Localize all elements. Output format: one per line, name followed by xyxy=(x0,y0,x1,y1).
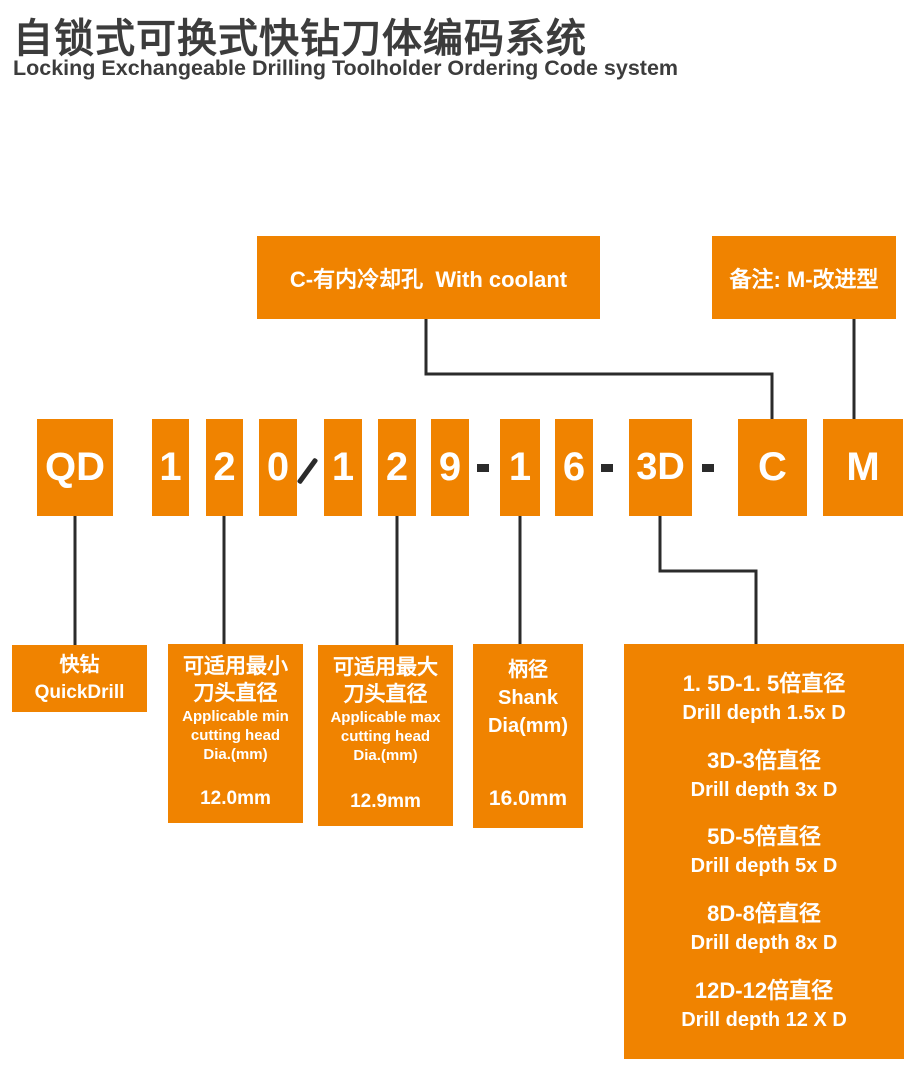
callout-coolant-label: C-有内冷却孔 With coolant xyxy=(289,266,568,292)
depth-12d-cn: 12D-12倍直径 xyxy=(694,978,834,1004)
callout-coolant: C-有内冷却孔 With coolant xyxy=(257,236,600,319)
callout-note: 备注: M-改进型 xyxy=(712,236,896,319)
min-head-cn-line2: 刀头直径 xyxy=(193,682,278,705)
code-box-3d: 3D xyxy=(629,419,692,516)
shank-label-cn: 柄径 xyxy=(508,659,548,681)
depth-3d-cn: 3D-3倍直径 xyxy=(707,747,821,773)
max-head-value: 12.9mm xyxy=(350,791,421,812)
min-head-en-line3: Dia.(mm) xyxy=(203,746,268,763)
code-box-digit-1c: 1 xyxy=(500,419,540,516)
shank-label-en-line1: Shank xyxy=(497,687,559,709)
page-subtitle: Locking Exchangeable Drilling Toolholder… xyxy=(13,56,679,80)
max-head-en-line2: cutting head xyxy=(340,728,431,745)
code-box-m: M xyxy=(823,419,903,516)
shank-value: 16.0mm xyxy=(488,787,568,810)
code-box-digit-2b: 2 xyxy=(378,419,416,516)
drill-depth-option-12d: 12D-12倍直径 Drill depth 12 X D xyxy=(681,976,847,1034)
drill-depth-option-5d: 5D-5倍直径 Drill depth 5x D xyxy=(691,822,838,880)
depth-5d-en: Drill depth 5x D xyxy=(690,855,838,878)
code-box-digit-1b: 1 xyxy=(324,419,362,516)
depth-8d-cn: 8D-8倍直径 xyxy=(707,901,821,927)
depth-1-5d-cn: 1. 5D-1. 5倍直径 xyxy=(682,670,846,696)
depth-12d-en: Drill depth 12 X D xyxy=(681,1009,847,1032)
connector-coolant-to-c xyxy=(424,319,774,420)
depth-8d-en: Drill depth 8x D xyxy=(690,932,838,955)
min-head-en-line1: Applicable min xyxy=(182,708,289,725)
explanation-max-head-dia: 可适用最大 刀头直径 Applicable max cutting head D… xyxy=(318,645,453,826)
code-box-qd: QD xyxy=(37,419,113,516)
page-title: 自锁式可换式快钻刀体编码系统 xyxy=(13,17,587,61)
dash-separator-3 xyxy=(702,464,714,472)
explanation-min-head-dia: 可适用最小 刀头直径 Applicable min cutting head D… xyxy=(168,644,303,823)
depth-1-5d-en: Drill depth 1.5x D xyxy=(682,701,846,724)
code-box-digit-6: 6 xyxy=(555,419,593,516)
explanation-quickdrill: 快钻 QuickDrill xyxy=(12,645,147,712)
max-head-en-line3: Dia.(mm) xyxy=(353,747,418,764)
dash-separator-2 xyxy=(601,464,613,472)
min-head-value: 12.0mm xyxy=(200,788,271,809)
code-box-digit-0: 0 xyxy=(259,419,297,516)
shank-label-en-line2: Dia(mm) xyxy=(487,715,568,737)
explanation-shank-dia: 柄径 Shank Dia(mm) 16.0mm xyxy=(473,644,583,828)
code-box-digit-9: 9 xyxy=(431,419,469,516)
connector-3d-to-depth xyxy=(658,515,758,645)
depth-3d-en: Drill depth 3x D xyxy=(690,778,838,801)
code-box-c: C xyxy=(738,419,807,516)
code-box-digit-2a: 2 xyxy=(206,419,243,516)
min-head-en-line2: cutting head xyxy=(190,727,281,744)
quickdrill-label-en: QuickDrill xyxy=(34,682,125,703)
dash-separator-1 xyxy=(477,464,489,472)
min-head-cn-line1: 可适用最小 xyxy=(183,655,288,678)
drill-depth-option-8d: 8D-8倍直径 Drill depth 8x D xyxy=(691,899,838,957)
max-head-cn-line1: 可适用最大 xyxy=(333,656,438,679)
max-head-en-line1: Applicable max xyxy=(330,709,441,726)
callout-note-label: 备注: M-改进型 xyxy=(729,266,879,292)
quickdrill-label-cn: 快钻 xyxy=(59,654,100,676)
max-head-cn-line2: 刀头直径 xyxy=(343,683,428,706)
drill-depth-option-3d: 3D-3倍直径 Drill depth 3x D xyxy=(691,746,838,804)
code-box-digit-1a: 1 xyxy=(152,419,189,516)
drill-depth-option-1-5d: 1. 5D-1. 5倍直径 Drill depth 1.5x D xyxy=(682,669,845,727)
depth-5d-cn: 5D-5倍直径 xyxy=(707,824,821,850)
explanation-drill-depth: 1. 5D-1. 5倍直径 Drill depth 1.5x D 3D-3倍直径… xyxy=(624,644,904,1059)
